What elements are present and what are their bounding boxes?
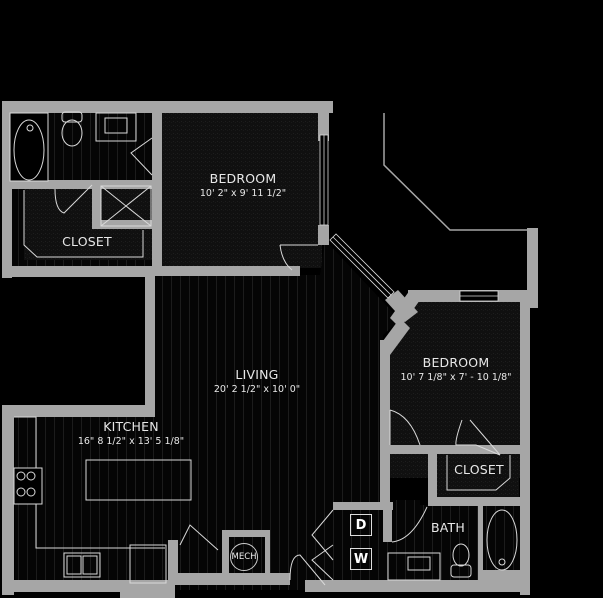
room-dimensions: 20' 2 1/2" x 10' 0" — [213, 384, 301, 395]
room-label-bedroom-1: BEDROOM 10' 2" x 9' 11 1/2" — [200, 171, 286, 199]
balcony-outline — [383, 113, 527, 231]
room-name: KITCHEN — [103, 419, 159, 434]
room-label-kitchen: KITCHEN 16" 8 1/2" x 13' 5 1/8" — [78, 419, 184, 447]
dryer-label: D — [350, 514, 372, 536]
room-name: CLOSET — [62, 234, 112, 249]
room-label-bath: BATH — [431, 520, 465, 535]
room-label-closet-2: CLOSET — [454, 462, 504, 477]
room-dimensions: 16" 8 1/2" x 13' 5 1/8" — [77, 436, 185, 447]
room-name: CLOSET — [454, 462, 504, 477]
room-label-living: LIVING 20' 2 1/2" x 10' 0" — [214, 367, 300, 395]
room-label-closet-1: CLOSET — [62, 234, 112, 249]
room-name: BEDROOM — [209, 171, 277, 186]
washer-label: W — [350, 548, 372, 570]
room-dimensions: 10' 2" x 9' 11 1/2" — [199, 188, 287, 199]
room-label-bedroom-2: BEDROOM 10' 7 1/8" x 7' - 10 1/8" — [401, 355, 512, 383]
walls — [2, 101, 538, 598]
room-name: BEDROOM — [422, 355, 490, 370]
fixtures — [9, 111, 518, 586]
mech-label: MECH — [230, 543, 258, 571]
room-name: BATH — [431, 520, 465, 535]
room-dimensions: 10' 7 1/8" x 7' - 10 1/8" — [400, 372, 512, 383]
room-name: LIVING — [235, 367, 279, 382]
windows — [319, 134, 499, 302]
